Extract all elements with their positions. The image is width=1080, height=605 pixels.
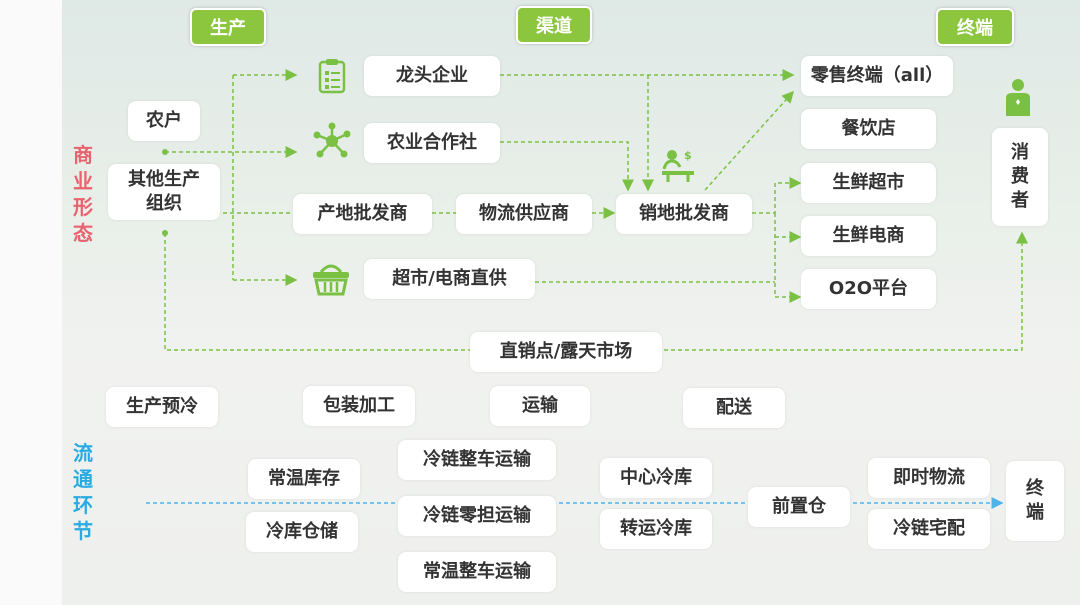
basket-icon bbox=[313, 264, 349, 296]
network-nodes-icon bbox=[313, 122, 351, 158]
node-logistics-supplier: 物流供应商 bbox=[456, 194, 592, 234]
node-ambient-full-truck: 常温整车运输 bbox=[398, 552, 556, 592]
edge-other-to-direct-market bbox=[164, 231, 1028, 351]
node-transit-cold-store: 转运冷库 bbox=[600, 509, 712, 549]
node-o2o-platform: O2O平台 bbox=[801, 269, 936, 309]
node-terminal: 终端 bbox=[1006, 461, 1064, 541]
node-cooperative: 农业合作社 bbox=[364, 123, 500, 163]
node-catering: 餐饮店 bbox=[801, 109, 936, 149]
clipboard-icon bbox=[318, 59, 346, 94]
stage-production-precooling: 生产预冷 bbox=[106, 387, 218, 427]
node-fresh-ecommerce: 生鲜电商 bbox=[801, 216, 936, 256]
svg-text:$: $ bbox=[684, 149, 692, 162]
node-cold-storage: 冷库仓储 bbox=[246, 512, 358, 552]
node-sales-wholesaler: 销地批发商 bbox=[616, 194, 752, 234]
consumer-person-icon bbox=[1006, 79, 1030, 116]
header-production: 生产 bbox=[190, 8, 266, 46]
node-direct-market: 直销点/露天市场 bbox=[470, 332, 662, 372]
node-fresh-supermarket: 生鲜超市 bbox=[801, 163, 936, 203]
node-retail-terminal: 零售终端（all） bbox=[801, 56, 953, 96]
node-consumer: 消费者 bbox=[992, 128, 1048, 226]
node-front-warehouse: 前置仓 bbox=[748, 487, 850, 527]
side-label-circulation: 流通环节 bbox=[73, 441, 93, 543]
stage-packaging: 包装加工 bbox=[303, 386, 415, 426]
edge-cooperative-to-sales bbox=[500, 141, 634, 192]
node-instant-logistics: 即时物流 bbox=[868, 458, 990, 498]
node-leading-enterprise: 龙头企业 bbox=[364, 56, 500, 96]
header-channel: 渠道 bbox=[516, 6, 592, 44]
node-origin-wholesaler: 产地批发商 bbox=[293, 194, 432, 234]
header-terminal: 终端 bbox=[936, 8, 1014, 46]
node-other-producers-label: 其他生产组织 bbox=[128, 169, 200, 214]
node-terminal-label: 终端 bbox=[1026, 478, 1044, 523]
edge-sales-to-retail bbox=[704, 90, 795, 191]
stage-transport: 运输 bbox=[490, 386, 590, 426]
node-farmer: 农户 bbox=[128, 101, 200, 141]
side-label-business: 商业形态 bbox=[73, 143, 93, 245]
seller-desk-icon: $ bbox=[662, 149, 694, 182]
node-supermarket-direct: 超市/电商直供 bbox=[364, 259, 535, 299]
node-other-producers: 其他生产组织 bbox=[108, 164, 220, 220]
node-consumer-label: 消费者 bbox=[1011, 142, 1029, 211]
edge-sales-to-fresh-supermarket bbox=[752, 177, 802, 214]
node-cold-full-truck: 冷链整车运输 bbox=[398, 440, 556, 480]
node-cold-home-delivery: 冷链宅配 bbox=[868, 509, 990, 549]
node-ambient-storage: 常温库存 bbox=[248, 459, 360, 499]
left-margin bbox=[0, 0, 62, 605]
node-cold-ltl: 冷链零担运输 bbox=[398, 496, 556, 536]
node-central-cold-store: 中心冷库 bbox=[600, 458, 712, 498]
stage-delivery: 配送 bbox=[683, 388, 785, 428]
